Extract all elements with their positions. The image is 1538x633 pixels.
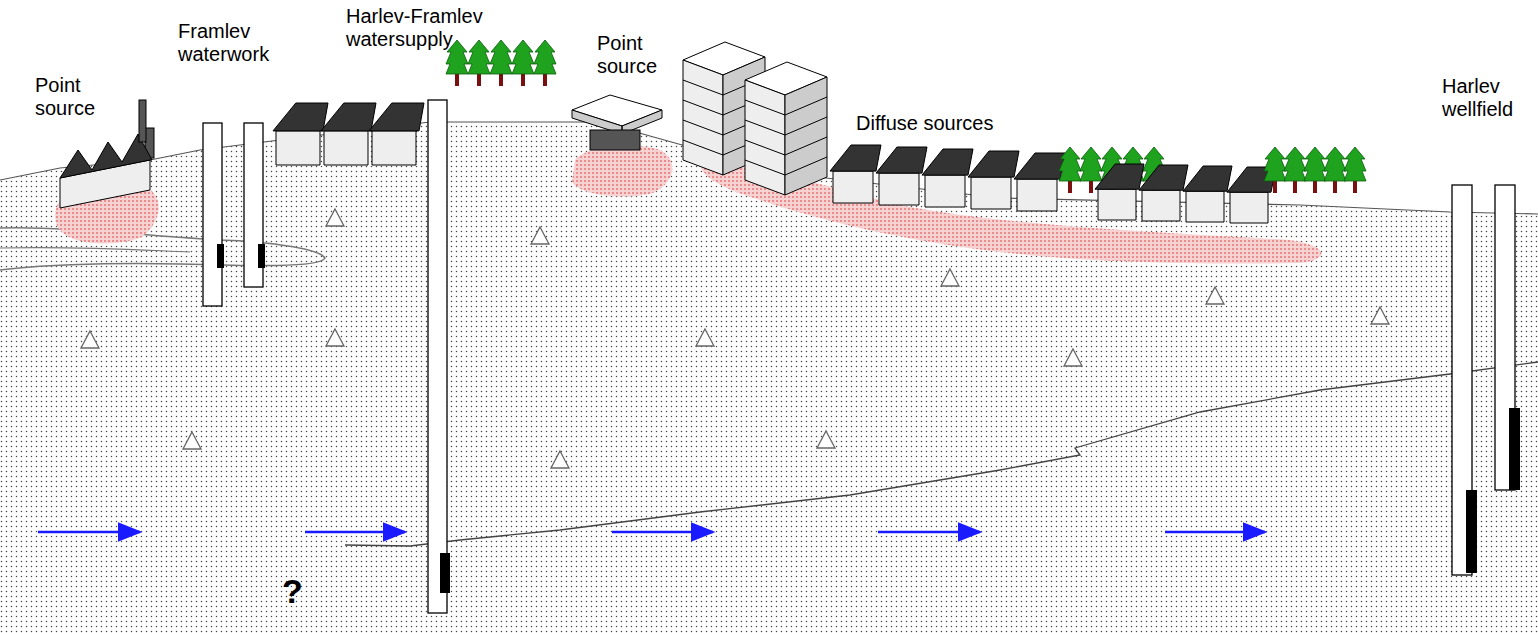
- house: [968, 151, 1019, 209]
- sample-triangle: [551, 451, 569, 468]
- sample-triangle: [1206, 287, 1224, 304]
- apartment-block: [745, 62, 827, 195]
- house: [876, 147, 927, 205]
- sample-triangle: [1371, 307, 1389, 324]
- house: [369, 103, 424, 165]
- sample-triangle: [326, 209, 344, 226]
- ground: [0, 122, 1538, 633]
- site-label: Harlev wellfield: [1442, 75, 1532, 121]
- gas-station: [572, 95, 662, 150]
- sample-triangle: [696, 329, 714, 346]
- tree: [1059, 147, 1081, 193]
- tree: [1264, 147, 1286, 193]
- sample-triangle: [326, 329, 344, 346]
- sample-triangle: [817, 431, 835, 448]
- site-label: Harlev-Framlev watersupply: [346, 5, 506, 51]
- site-label: Framlev waterwork: [178, 20, 288, 66]
- house: [273, 103, 328, 165]
- flow-arrows: [38, 531, 1265, 534]
- sample-triangle: [81, 331, 99, 348]
- tree: [1304, 147, 1326, 193]
- tree: [512, 40, 534, 86]
- site-label: Point source: [35, 74, 115, 120]
- house: [922, 149, 973, 207]
- house: [1095, 164, 1144, 220]
- site-label: Point source: [597, 32, 677, 78]
- wells: [203, 100, 1520, 613]
- house: [830, 145, 881, 203]
- tree: [468, 40, 490, 86]
- sample-triangle: [183, 432, 201, 449]
- sample-triangle: [531, 227, 549, 244]
- house: [1014, 153, 1065, 211]
- house: [321, 103, 376, 165]
- tree: [534, 40, 556, 86]
- house: [1139, 165, 1188, 221]
- tree: [1344, 147, 1366, 193]
- tree: [1324, 147, 1346, 193]
- question-mark: ?: [282, 572, 303, 610]
- tree: [1284, 147, 1306, 193]
- site-label: Diffuse sources: [856, 112, 993, 135]
- sample-triangles: [81, 209, 1389, 468]
- sample-triangle: [941, 269, 959, 286]
- sample-triangle: [1064, 349, 1082, 366]
- house: [1183, 166, 1232, 222]
- tree: [490, 40, 512, 86]
